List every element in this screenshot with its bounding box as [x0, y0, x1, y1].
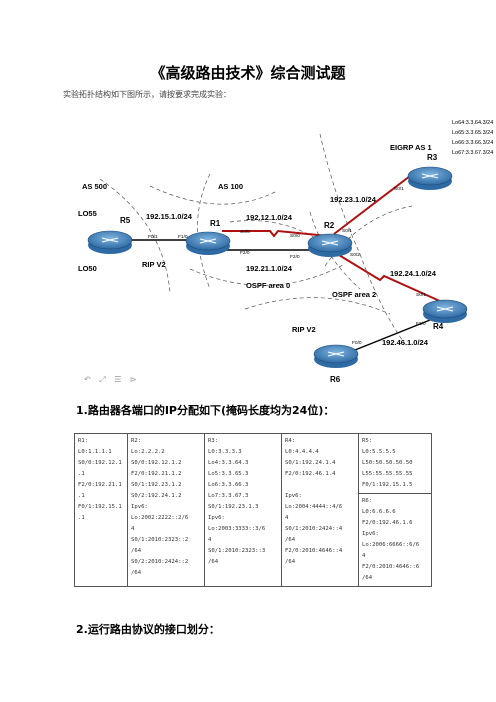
- label-as500: AS 500: [82, 182, 107, 191]
- document-title: 《高级路由技术》综合测试题: [150, 64, 346, 82]
- label-lo55: LO55: [78, 209, 97, 218]
- label-r6: R6: [330, 375, 341, 384]
- port-r1-f20: F2/0: [240, 250, 250, 256]
- cell-r2: R2: Lo:2.2.2.2 S0/0:192.12.1.2 F2/0:192.…: [127, 433, 205, 587]
- area-boundaries: [99, 133, 413, 345]
- image-toolbar-icons: ↶ ⤢ ☰ ⊳: [84, 375, 140, 384]
- cell-r1: R1: L0:1.1.1.1 S0/0:192.12.1 .1 F2/0:192…: [74, 433, 128, 587]
- label-lo50: LO50: [78, 264, 97, 273]
- port-r3-s01: S0/1: [394, 186, 404, 192]
- port-r1-f10: F1/0: [178, 234, 188, 240]
- label-ospf-area2: OSPF area 2: [332, 290, 376, 299]
- label-rip-bottom: RIP V2: [292, 325, 316, 334]
- router-r6[interactable]: [313, 344, 359, 368]
- port-r2-s01: S0/1: [342, 228, 352, 234]
- port-r5-f01: F0/1: [148, 234, 158, 240]
- net-192-46: 192.46.1.0/24: [382, 338, 429, 347]
- link-r2-r3: [333, 175, 411, 235]
- svg-text:Lo65:3.3.65.3/24: Lo65:3.3.65.3/24: [452, 130, 493, 136]
- label-r3: R3: [427, 153, 438, 162]
- topology-diagram: R5 R1 R2 R3 R4 R6 AS 500 AS 100 EIGRP AS…: [78, 120, 493, 384]
- label-eigrp: EIGRP AS 1: [390, 143, 432, 152]
- router-r4[interactable]: [422, 299, 468, 323]
- router-r2[interactable]: [307, 233, 353, 257]
- label-r2: R2: [324, 221, 335, 230]
- label-r4: R4: [433, 322, 444, 331]
- router-r3[interactable]: [407, 166, 453, 190]
- link-r4-r6: [349, 317, 436, 353]
- cell-r5: R5: L0:5.5.5.5 L50:50.50.50.50 L55:55.55…: [358, 433, 432, 494]
- label-rip-left: RIP V2: [142, 260, 166, 269]
- label-ospf-area0: OSPF area 0: [246, 281, 290, 290]
- port-r2-f20: F2/0: [290, 254, 300, 260]
- svg-text:Lo64:3.3.64.3/24: Lo64:3.3.64.3/24: [452, 120, 493, 126]
- label-as100: AS 100: [218, 182, 243, 191]
- ip-address-table: R1: L0:1.1.1.1 S0/0:192.12.1 .1 F2/0:192…: [74, 433, 432, 587]
- port-r1-s00: S0/0: [240, 229, 250, 235]
- net-192-12: 192.12.1.0/24: [246, 213, 293, 222]
- cell-r4: R4: L0:4.4.4.4 S0/1:192.24.1.4 F2/0:192.…: [281, 433, 359, 587]
- port-r4-s01: S0/1: [416, 292, 426, 298]
- svg-text:Lo66:3.3.66.3/24: Lo66:3.3.66.3/24: [452, 140, 493, 146]
- net-192-15: 192.15.1.0/24: [146, 212, 193, 221]
- intro-text: 实验拓扑结构如下图所示，请按要求完成实验：: [63, 90, 231, 99]
- router-r1[interactable]: [185, 231, 231, 255]
- link-r1-r2-serial: [222, 229, 329, 238]
- link-r2-r4: [333, 251, 443, 303]
- router-r5[interactable]: [87, 230, 133, 254]
- label-r1: R1: [210, 219, 221, 228]
- cell-r3: R3: L0:3.3.3.3 Lo4:3.3.64.3 Lo5:3.3.65.3…: [204, 433, 282, 587]
- label-r5: R5: [120, 216, 131, 225]
- net-192-23: 192.23.1.0/24: [330, 195, 377, 204]
- section-1-heading: 1.路由器各端口的IP分配如下(掩码长度均为24位)：: [76, 404, 335, 417]
- port-r4-f20: F2/0: [416, 321, 426, 327]
- port-r2-s02: S0/2: [350, 252, 360, 258]
- port-r6-f00: F0/0: [352, 340, 362, 346]
- net-192-24: 192.24.1.0/24: [390, 269, 437, 278]
- section-2-heading: 2.运行路由协议的接口划分：: [76, 623, 220, 636]
- port-r2-s00: S0/0: [290, 233, 300, 239]
- loopback-list: Lo64:3.3.64.3/24 Lo65:3.3.65.3/24 Lo66:3…: [452, 120, 493, 156]
- links: [126, 175, 443, 353]
- net-192-21: 192.21.1.0/24: [246, 264, 293, 273]
- svg-text:Lo67:3.3.67.3/24: Lo67:3.3.67.3/24: [452, 150, 493, 156]
- cell-r6: R6: L0:6.6.6.6 F2/0:192.46.1.6 Ipv6: Lo:…: [358, 493, 432, 587]
